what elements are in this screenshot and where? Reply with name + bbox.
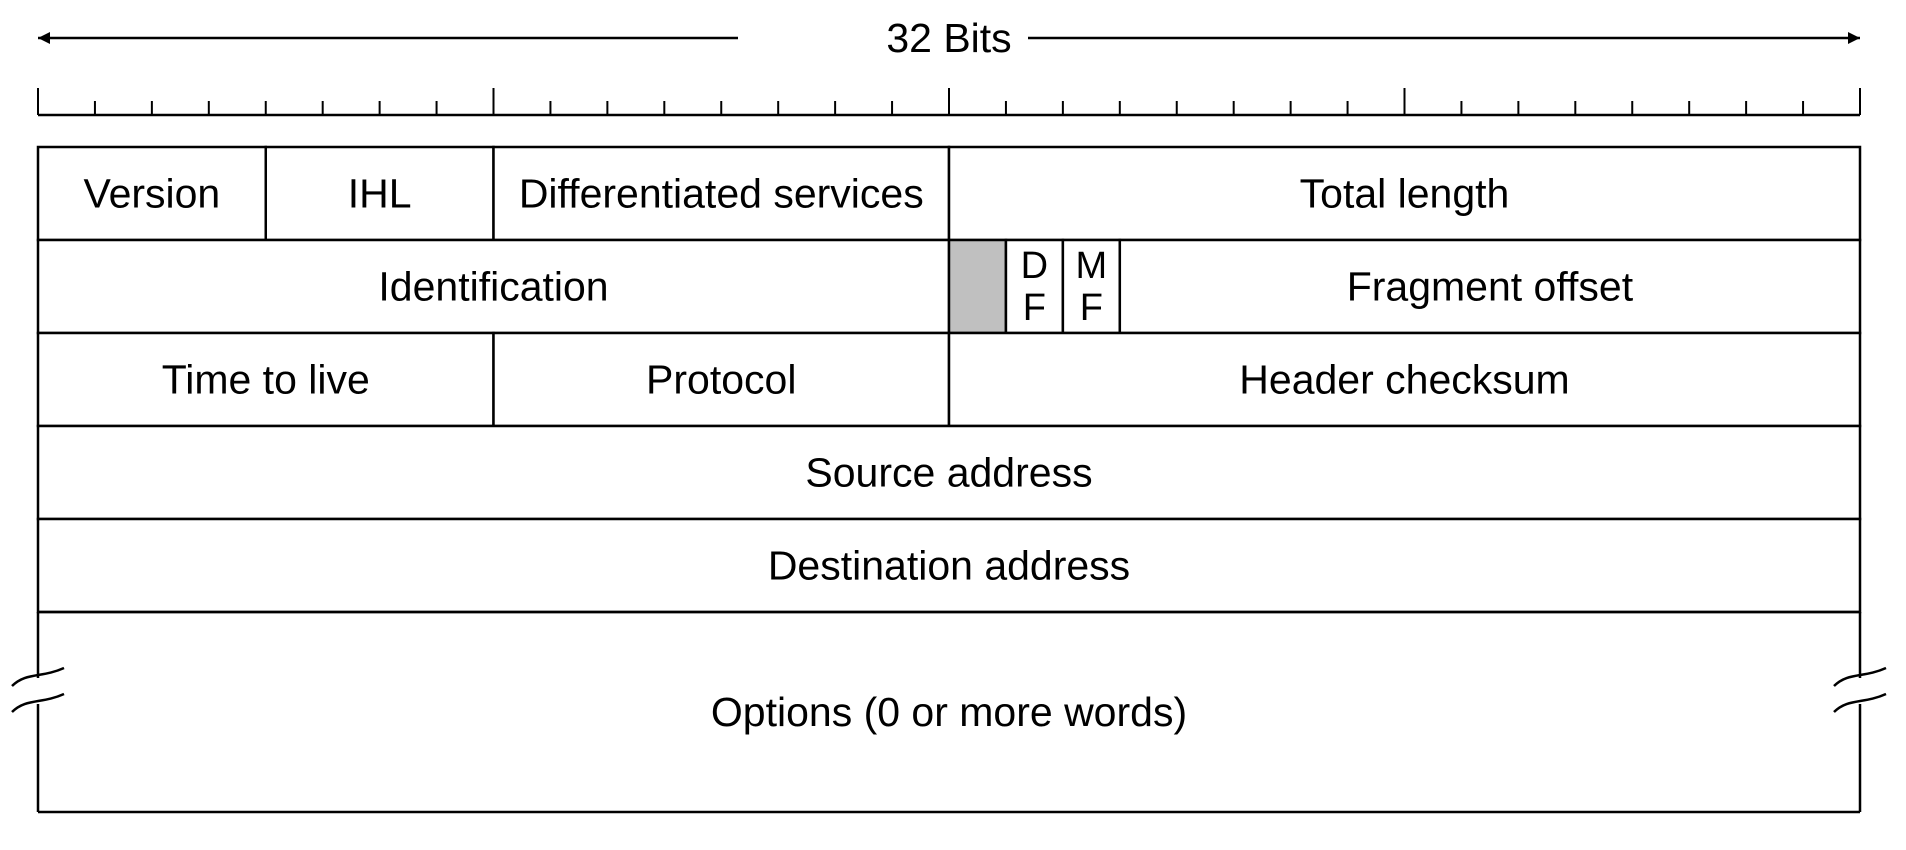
df-flag-label-line: D [1021,245,1048,287]
total-length-label: Total length [1300,171,1510,217]
identification-label: Identification [378,264,608,310]
reserved-bit-cell [947,238,1008,335]
df-flag-field: DF [1004,238,1065,335]
source-address-label: Source address [805,450,1092,496]
mf-flag-label-line: F [1080,287,1103,329]
ihl-label: IHL [348,171,412,217]
identification-cell [36,238,951,335]
options-section: Options (0 or more words) [11,610,1887,814]
time-to-live-field: Time to live [36,331,495,428]
identification-field: Identification [36,238,951,335]
destination-address-cell [36,517,1862,614]
fragment-offset-cell [1118,238,1862,335]
destination-address-label: Destination address [768,543,1130,589]
mf-flag-label-line: M [1076,245,1108,287]
df-flag-label-line: F [1023,287,1046,329]
break-mark-left-upper [11,666,65,687]
time-to-live-label: Time to live [162,357,370,403]
differentiated-services-cell [492,145,951,242]
destination-address-field: Destination address [36,517,1862,614]
header-fields: Version IHL Differentiated services Total l… [36,145,1862,614]
break-mark-left-lower [11,692,65,713]
protocol-cell [492,331,951,428]
mf-flag-field: MF [1061,238,1122,335]
reserved-bit-field [947,238,1008,335]
time-to-live-cell [36,331,495,428]
total-length-cell [947,145,1862,242]
bit-ruler: 32 Bits [37,15,1861,117]
ihl-field: IHL [264,145,495,242]
fragment-offset-label: Fragment offset [1347,264,1634,310]
bits-label: 32 Bits [886,15,1011,61]
source-address-cell [36,424,1862,521]
differentiated-services-label: Differentiated services [519,171,924,217]
break-mark-right-lower [1833,692,1887,713]
total-length-field: Total length [947,145,1862,242]
version-field: Version [36,145,267,242]
version-cell [36,145,267,242]
header-checksum-label: Header checksum [1239,357,1569,403]
protocol-label: Protocol [646,357,796,403]
header-checksum-field: Header checksum [947,331,1862,428]
differentiated-services-field: Differentiated services [492,145,951,242]
break-mark-right-upper [1833,666,1887,687]
options-label: Options (0 or more words) [711,689,1187,735]
fragment-offset-field: Fragment offset [1118,238,1862,335]
source-address-field: Source address [36,424,1862,521]
protocol-field: Protocol [492,331,951,428]
version-label: Version [83,171,220,217]
